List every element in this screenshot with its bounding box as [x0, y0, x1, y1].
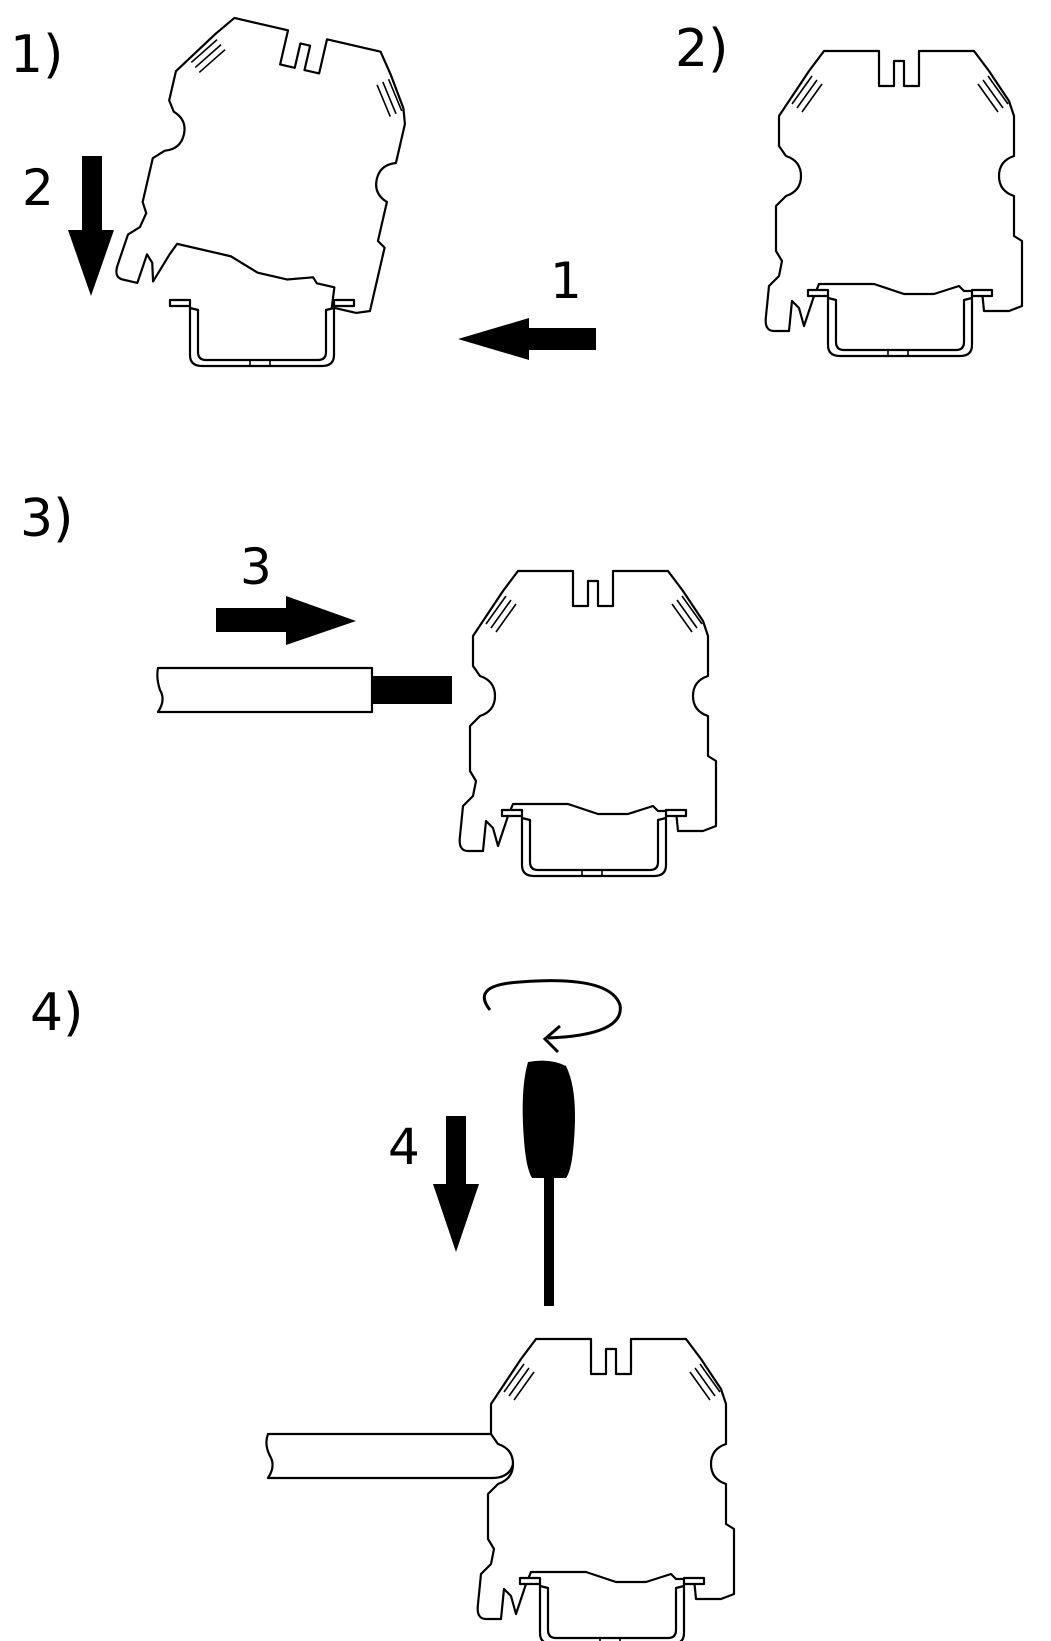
din-rail-icon — [168, 298, 356, 368]
terminal-block-icon — [113, 3, 429, 337]
panel-2 — [764, 49, 1024, 358]
screwdriver-icon — [522, 1060, 575, 1306]
arrow-down-icon — [68, 156, 114, 296]
rotate-arrow-icon — [482, 979, 622, 1054]
step-4-label: 4) — [30, 983, 83, 1043]
arrow-down-icon — [433, 1116, 479, 1252]
din-rail-icon — [500, 808, 688, 878]
arrow-2-label: 2 — [22, 159, 54, 217]
arrow-1-label: 1 — [550, 252, 582, 310]
wire-icon — [265, 1432, 516, 1480]
step-1-label: 1) — [10, 25, 63, 85]
panel-1: 2 1 — [22, 3, 596, 368]
wire-icon — [156, 666, 452, 714]
arrow-right-icon — [216, 596, 356, 645]
step-3-label: 3) — [20, 489, 73, 549]
din-rail-icon — [518, 1576, 706, 1641]
arrow-left-icon — [458, 318, 596, 360]
panel-4: 4 — [265, 979, 736, 1641]
arrow-4-label: 4 — [388, 1118, 420, 1176]
arrow-3-label: 3 — [240, 538, 272, 596]
din-rail-icon — [806, 288, 994, 358]
panel-3: 3 — [156, 538, 718, 878]
step-2-label: 2) — [675, 19, 728, 79]
